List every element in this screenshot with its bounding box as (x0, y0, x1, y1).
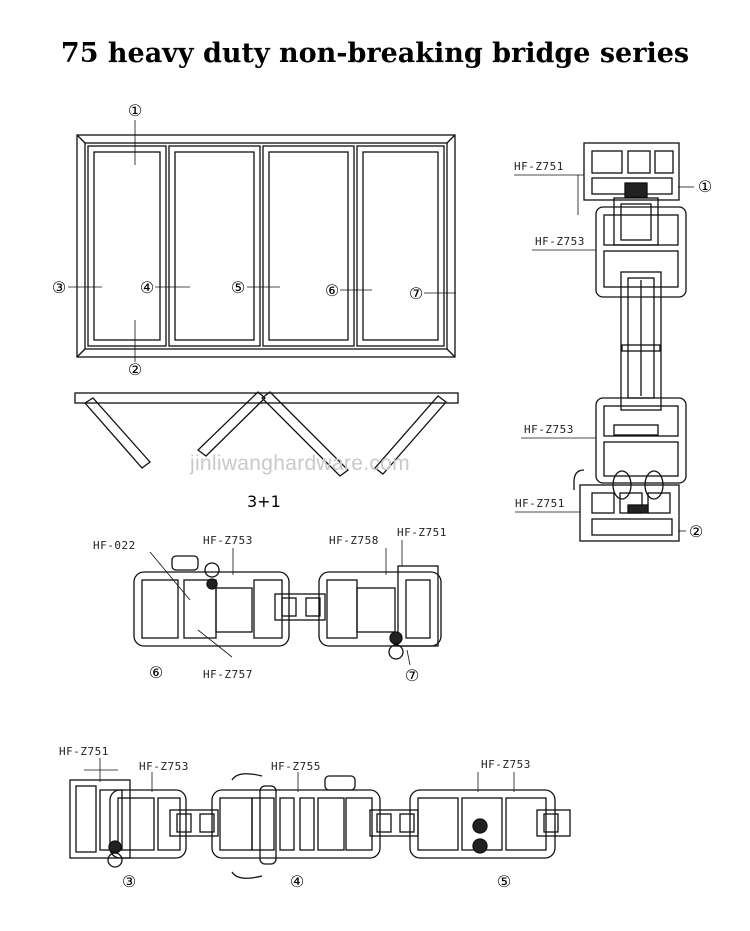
label-hf-z753-c: HF-Z753 (481, 758, 531, 771)
label-hf-z753-a: HF-Z753 (203, 534, 253, 547)
label-hf-022: HF-022 (93, 539, 136, 552)
label-hf-z755: HF-Z755 (271, 760, 321, 773)
label-hf-z758: HF-Z758 (329, 534, 379, 547)
folding-plan (74, 391, 459, 477)
leaders-6-7 (149, 540, 411, 666)
marker-7-section: ⑦ (404, 666, 420, 685)
marker-7-elevation: ⑦ (408, 284, 424, 303)
section-6-7 (133, 555, 442, 660)
label-hf-z751-bottom: HF-Z751 (515, 497, 565, 510)
configuration-label: 3+1 (247, 492, 281, 511)
label-hf-z753-bottom: HF-Z753 (524, 423, 574, 436)
label-hf-z751-top: HF-Z751 (514, 160, 564, 173)
elevation-frame (76, 134, 456, 358)
marker-2-elevation: ② (127, 360, 143, 379)
label-hf-z753-top: HF-Z753 (535, 235, 585, 248)
marker-3-section: ③ (121, 872, 137, 891)
label-hf-z751-b: HF-Z751 (59, 745, 109, 758)
elevation-leaders (68, 120, 456, 362)
vertical-section (573, 142, 687, 542)
marker-3-elevation: ③ (51, 278, 67, 297)
marker-2-section: ② (688, 522, 704, 541)
marker-4-section: ④ (289, 872, 305, 891)
label-hf-z751-a: HF-Z751 (397, 526, 447, 539)
marker-1-elevation: ① (127, 101, 143, 120)
marker-5-elevation: ⑤ (230, 278, 246, 297)
marker-4-elevation: ④ (139, 278, 155, 297)
marker-6-section: ⑥ (148, 663, 164, 682)
label-hf-z757: HF-Z757 (203, 668, 253, 681)
leaders-3-4-5 (84, 758, 515, 792)
marker-5-section: ⑤ (496, 872, 512, 891)
section-leaders (514, 174, 694, 532)
label-hf-z753-b: HF-Z753 (139, 760, 189, 773)
section-3-4-5 (69, 773, 571, 879)
elevation-panels (87, 145, 445, 347)
watermark: jinliwanghardware.com (190, 452, 410, 475)
page-title: 75 heavy duty non-breaking bridge series (60, 38, 690, 69)
marker-6-elevation: ⑥ (324, 281, 340, 300)
marker-1-section: ① (697, 177, 713, 196)
